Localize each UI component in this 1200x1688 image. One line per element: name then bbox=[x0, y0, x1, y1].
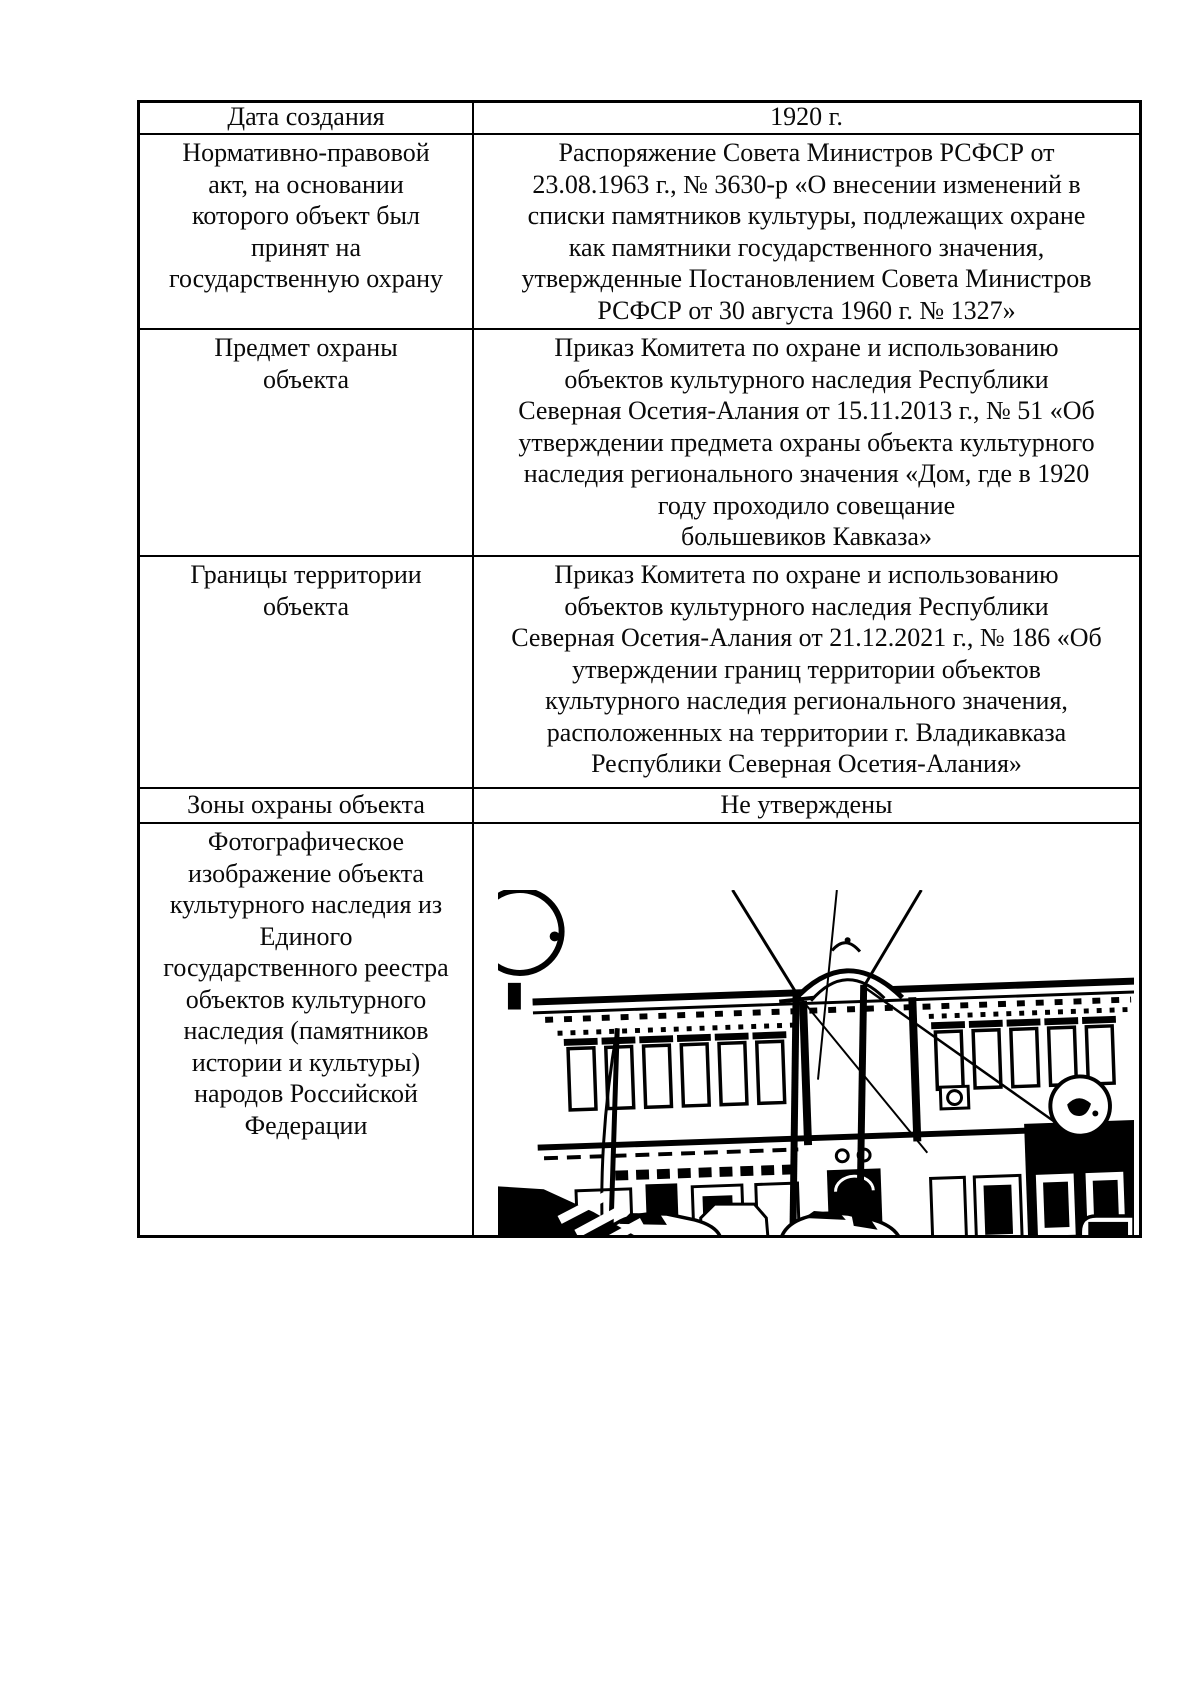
foreground-shadow bbox=[498, 1186, 645, 1235]
table-row-protection-zones: Зоны охраны объекта Не утверждены bbox=[140, 787, 1139, 822]
row-label-cell: Дата создания bbox=[227, 103, 385, 131]
heritage-building-photo bbox=[498, 890, 1134, 1235]
heritage-object-table: Дата создания 1920 г. Нормативно-правово… bbox=[137, 100, 1142, 1238]
table-row-legal-act: Нормативно-правовой акт, на основании ко… bbox=[140, 133, 1139, 328]
photo-frame bbox=[498, 858, 1134, 1235]
row-label-cell: Фотографическое изображение объекта куль… bbox=[163, 827, 449, 1140]
row-label-cell: Нормативно-правовой акт, на основании ко… bbox=[168, 138, 444, 293]
row-value-cell: Приказ Комитета по охране и использовани… bbox=[472, 330, 1139, 555]
table-row-territory-borders: Границы территории объекта Приказ Комите… bbox=[140, 555, 1139, 787]
row-value-cell: 1920 г. bbox=[472, 103, 1139, 133]
utility-poles-and-wires bbox=[600, 890, 1058, 1235]
row-value-cell: Распоряжение Совета Министров РСФСР от 2… bbox=[472, 135, 1139, 328]
table-row-photo: Фотографическое изображение объекта куль… bbox=[140, 822, 1139, 1235]
street-sign bbox=[498, 890, 565, 1010]
table-row-date: Дата создания 1920 г. bbox=[140, 103, 1139, 133]
row-label-cell: Границы территории объекта bbox=[190, 560, 422, 621]
row-label-cell: Зоны охраны объекта bbox=[187, 790, 425, 819]
row-value-cell: Не утверждены bbox=[472, 789, 1139, 822]
photo-cell bbox=[472, 824, 1139, 1235]
row-value-cell: Приказ Комитета по охране и использовани… bbox=[472, 557, 1139, 787]
row-label-cell: Предмет охраны объекта bbox=[214, 333, 398, 394]
table-row-protection-subject: Предмет охраны объекта Приказ Комитета п… bbox=[140, 328, 1139, 555]
